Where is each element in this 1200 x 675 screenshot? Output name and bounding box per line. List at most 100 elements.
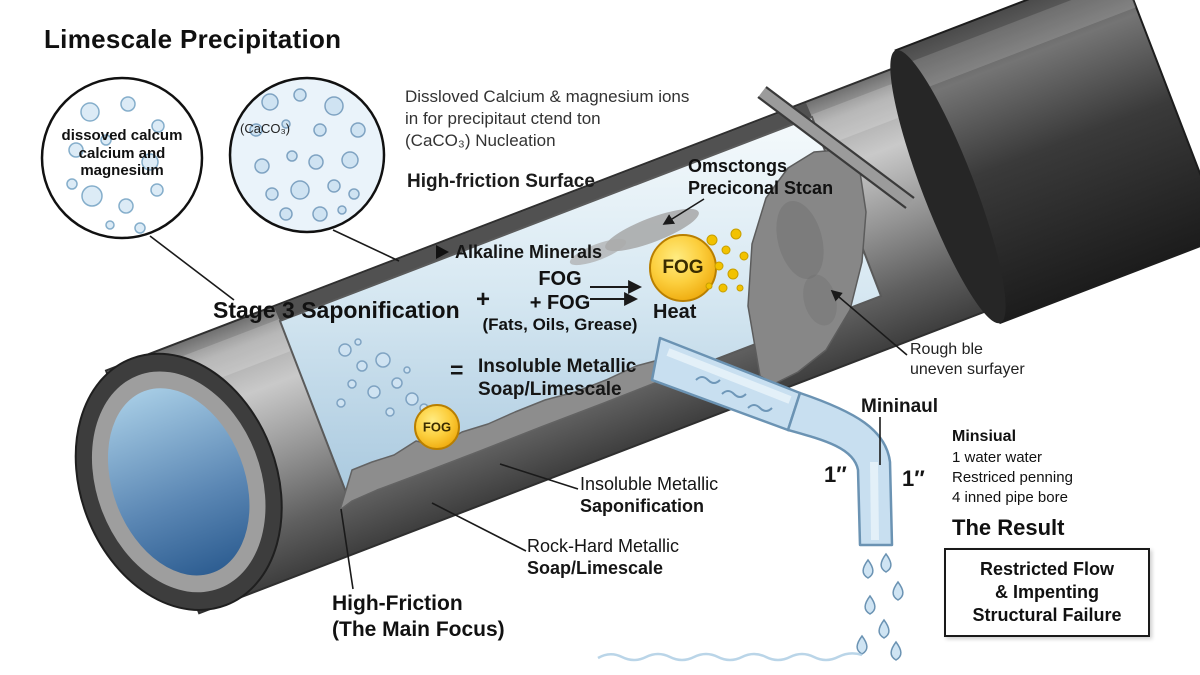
bubble [336, 398, 346, 408]
interior-cutaway [278, 115, 883, 502]
fog-dot [721, 245, 731, 255]
rough-arrow [830, 289, 908, 356]
inset1-pointer [149, 235, 235, 301]
omsctongs-line1: Omsctongs [688, 156, 788, 176]
result-line2: & Impenting [995, 582, 1099, 603]
inner-tube-edge-top [765, 86, 915, 199]
pipe-end-cap-highlight [901, 0, 1137, 94]
omsctongs-label: Omsctongs Preciconal Stcan [688, 156, 833, 200]
inset1-caption: dissoved calcum calcium and magnesium [48, 127, 196, 180]
omsctongs-line2: Preciconal Stcan [688, 177, 834, 198]
high-friction-main-label: High-Friction (The Main Focus) [332, 591, 505, 642]
bubble [354, 338, 362, 346]
bubble [249, 123, 263, 137]
nucleation-note: Dissloved Calcium & magnesium ions in fo… [405, 86, 689, 152]
bubble [348, 188, 360, 200]
bubble [281, 119, 291, 129]
inner-tube-fill [758, 87, 914, 208]
result-line3: Structural Failure [972, 605, 1122, 626]
inch-label-right: 1″ [902, 466, 925, 491]
wave-1 [695, 376, 721, 384]
inset-magnifier-1 [40, 76, 204, 240]
bubble [118, 198, 134, 214]
restriction-note-line3: Restriced penning [952, 468, 1073, 486]
bubble [293, 88, 307, 102]
inner-tube [757, 86, 915, 209]
fog-stack-line2: + FOG [529, 291, 591, 314]
inset1-bubbles [66, 96, 165, 234]
bubble [290, 180, 310, 200]
rockhard-pointer [431, 502, 527, 552]
alkaline-arrowhead [436, 245, 449, 259]
insoluble-soap-line2: Soap/Limescale [478, 379, 622, 401]
high-friction-surface-label: High-friction Surface [407, 171, 595, 192]
sludge-deposit [339, 351, 701, 511]
bubble [286, 150, 298, 162]
diagram-title: Limescale Precipitation [44, 24, 342, 54]
fog-dot [739, 251, 749, 261]
water-drops [856, 552, 904, 661]
insoluble-pointer [499, 463, 579, 490]
bubble [308, 154, 324, 170]
inset2-caption: (CaCO₃) [240, 121, 291, 136]
bubble [324, 96, 344, 116]
wave-3 [747, 404, 773, 412]
bubble [341, 151, 359, 169]
scale-streak-2 [569, 238, 627, 266]
inset1-caption-line1: dissoved calcum [61, 127, 183, 144]
bubble [254, 158, 270, 174]
plus-sign: + [476, 286, 491, 313]
insoluble-saponification-label: Insoluble Metallic Saponification [580, 474, 718, 518]
outlet-bend [786, 391, 894, 547]
nucleation-note-line1: Dissloved Calcium & magnesium ions [405, 87, 690, 106]
rockhard-line2: Soap/Limescale [527, 557, 664, 578]
inset1-caption-line2: calcium and [78, 144, 166, 162]
insoluble-saponification-line2: Saponification [580, 495, 705, 516]
highfriction-pointer [340, 508, 354, 590]
inset-magnifier-2 [228, 76, 386, 234]
bottom-water-line [597, 652, 863, 662]
water-drop [864, 594, 876, 615]
fog-stack-line3: (Fats, Oils, Grease) [482, 315, 638, 335]
bubble [405, 392, 419, 406]
stage-title: Stage 3 Saponification [213, 297, 460, 323]
equals-sign: = [450, 357, 464, 383]
bubble [68, 142, 84, 158]
fog-equation-stack: FOG + FOG (Fats, Oils, Grease) [470, 268, 650, 335]
deposit-shade-2 [803, 274, 837, 326]
result-heading: The Result [952, 515, 1065, 540]
bubble [105, 220, 115, 230]
pipe-opening-water [107, 388, 250, 576]
fog-globule-small [414, 404, 460, 450]
bubble [312, 206, 328, 222]
mininaul-label: Mininaul [861, 396, 939, 417]
rough-surface-line1: Rough ble [910, 341, 983, 358]
bubble [356, 360, 368, 372]
water-drop [890, 640, 902, 661]
bubble [403, 366, 411, 374]
high-friction-main-line1: High-Friction [332, 592, 463, 615]
bubble [385, 407, 395, 417]
water-drop [878, 618, 890, 639]
fog-dot [705, 282, 713, 290]
bubble [120, 96, 136, 112]
fog-dot [706, 234, 718, 246]
fog-stack-line1: FOG [538, 268, 582, 290]
water-drop [862, 558, 874, 579]
high-friction-main-line2: (The Main Focus) [332, 617, 505, 641]
bubble [313, 123, 327, 137]
bubble [338, 343, 352, 357]
inset2-pointer [332, 229, 400, 262]
cutaway-edge [274, 103, 812, 321]
fog-dot [730, 228, 742, 240]
outlet-stream [650, 336, 894, 547]
bubble [66, 178, 78, 190]
bubble [350, 122, 366, 138]
pointer-lines [149, 198, 908, 590]
wave-2 [721, 390, 747, 398]
inch-label-left: 1″ [824, 462, 847, 487]
bubble [265, 187, 279, 201]
bubble [261, 93, 279, 111]
bubble [375, 352, 391, 368]
